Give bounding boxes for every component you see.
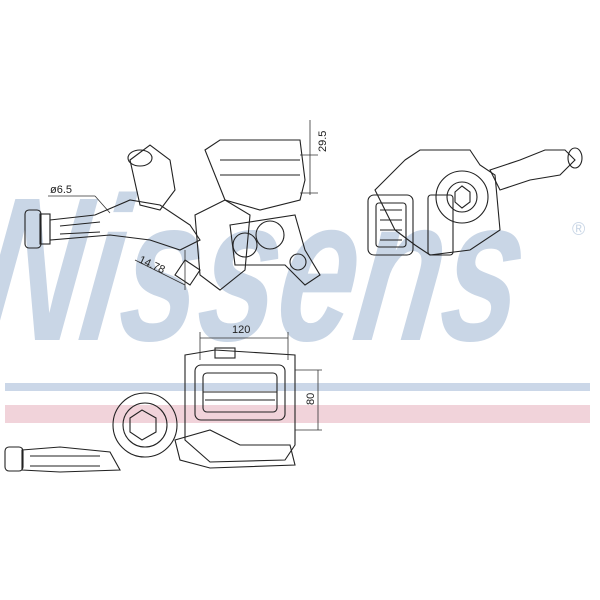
dimension-width-bottom: 120 xyxy=(232,324,250,336)
dimension-diameter: ø6.5 xyxy=(50,184,72,196)
part-view-top xyxy=(4,347,296,473)
part-view-front xyxy=(367,147,583,256)
registered-mark: ® xyxy=(572,219,585,239)
watermark-stripe-blue xyxy=(5,383,590,391)
dimension-height-top: 29.5 xyxy=(317,131,329,152)
watermark-logo: Nissens xyxy=(0,155,540,384)
part-view-side xyxy=(24,139,321,291)
watermark-stripe-pink xyxy=(5,405,590,423)
dimension-lines-bottom xyxy=(199,332,322,431)
dimension-lines-top xyxy=(48,120,318,290)
dimension-height-bottom: 80 xyxy=(305,393,317,405)
